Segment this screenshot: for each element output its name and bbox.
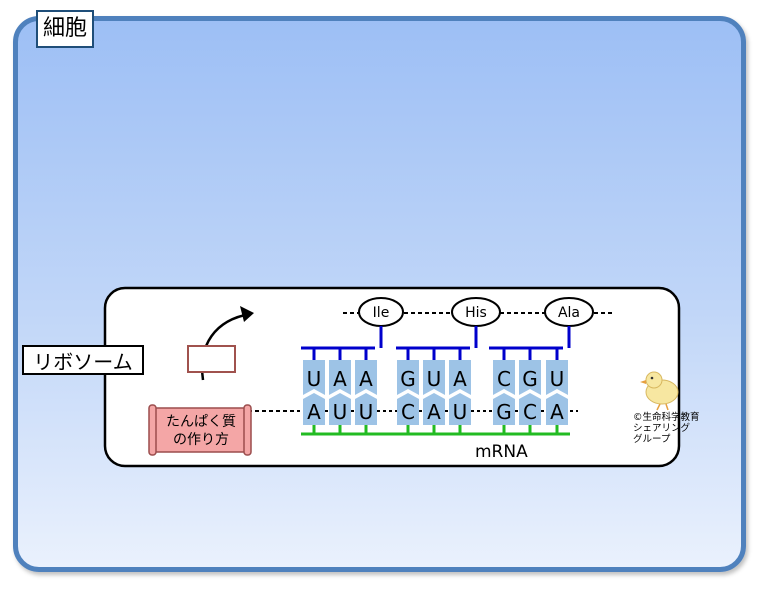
mrna-label: mRNA (475, 442, 528, 462)
amino-acid-label: His (465, 305, 487, 321)
scroll-text-line1: たんぱく質 (166, 414, 236, 430)
mrna-base-letter: U (453, 400, 468, 424)
trna-base-letter: A (359, 367, 373, 391)
credit-line3: グループ (633, 433, 671, 445)
recipe-scroll: たんぱく質 の作り方 (148, 404, 252, 456)
arrow-head (240, 306, 254, 322)
trna-base-letter: U (307, 367, 322, 391)
ribosome-label: リボソーム (22, 345, 144, 375)
trna-base-tile (546, 360, 568, 395)
mrna-base-letter: G (496, 400, 512, 424)
cell-label: 細胞 (36, 10, 95, 48)
trna-base-tile (329, 360, 351, 395)
mrna-base-tile (519, 393, 541, 425)
trna-base-tile (493, 360, 515, 395)
amino-acid-chain: Ile His Ala (343, 297, 614, 327)
credit-line1: ©生命科学教育 (633, 411, 700, 423)
mrna-base-letter: C (523, 400, 537, 424)
scroll-text-line2: の作り方 (173, 432, 229, 448)
amino-acid-label: Ile (373, 305, 390, 321)
mrna-base-tile (546, 393, 568, 425)
trna-base-letter: A (333, 367, 347, 391)
mrna-base-tile (493, 393, 515, 425)
mrna-base-tile (329, 393, 351, 425)
trna-base-tile (303, 360, 325, 395)
trna-base-tile (519, 360, 541, 395)
trna-stems (301, 326, 571, 360)
mrna-base-letter: A (307, 400, 321, 424)
mrna-base-letter: U (333, 400, 348, 424)
credit-line2: シェアリング (633, 422, 691, 434)
mrna-base-letter: A (550, 400, 564, 424)
trna-base-tile (397, 360, 419, 395)
trna-base-letter: C (497, 367, 511, 391)
trna-base-tile (355, 360, 377, 395)
trna-base-letter: G (522, 367, 538, 391)
mrna-base-tile (355, 393, 377, 425)
mrna-base-tile (397, 393, 419, 425)
protein-placeholder-box (187, 345, 236, 373)
mrna-base-letter: U (359, 400, 374, 424)
amino-acid-label: Ala (558, 305, 580, 321)
mrna-base-tile (423, 393, 445, 425)
mrna-base-letter: A (427, 400, 441, 424)
mrna-backbone (301, 425, 570, 436)
mrna-base-tile (449, 393, 471, 425)
mrna-base-tile (303, 393, 325, 425)
trna-base-letter: U (427, 367, 442, 391)
trna-base-tile (423, 360, 445, 395)
mrna-base-letter: C (401, 400, 415, 424)
trna-base-letter: A (453, 367, 467, 391)
chick-mascot-icon (640, 371, 679, 411)
trna-base-letter: U (550, 367, 565, 391)
trna-base-letter: G (400, 367, 416, 391)
trna-base-tile (449, 360, 471, 395)
